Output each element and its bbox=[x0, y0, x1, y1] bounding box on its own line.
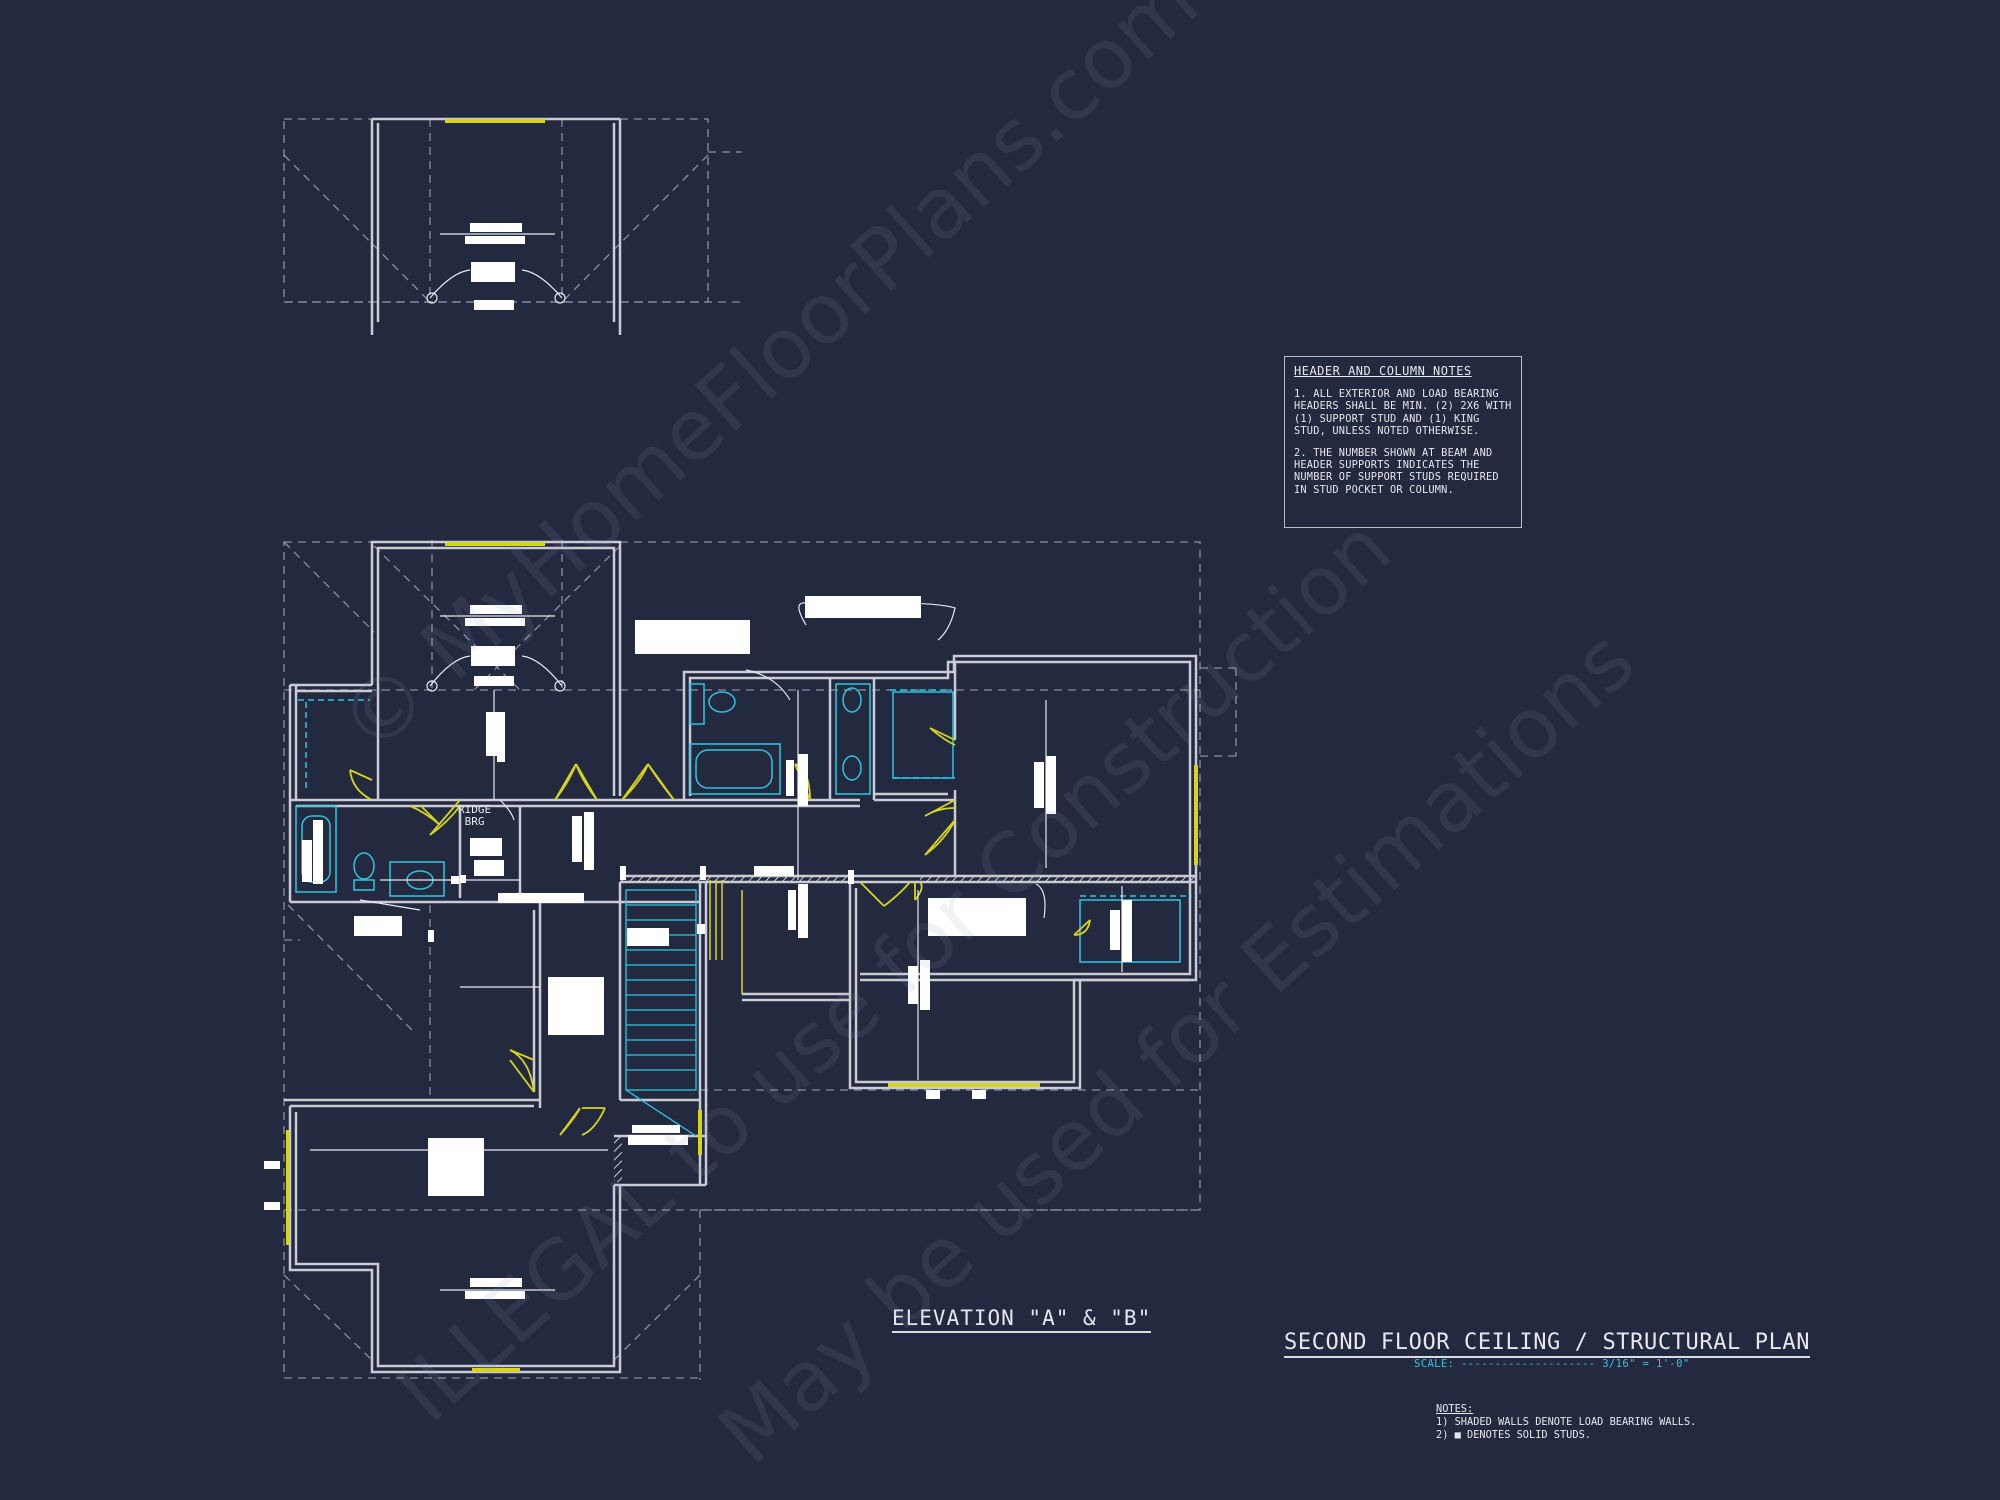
load-bearing-wall bbox=[700, 876, 850, 882]
notes-line-1: 1) SHADED WALLS DENOTE LOAD BEARING WALL… bbox=[1436, 1416, 1697, 1428]
header-note-2: 2. THE NUMBER SHOWN AT BEAM AND HEADER S… bbox=[1294, 446, 1499, 496]
roof-detail-elevation bbox=[283, 117, 742, 335]
span-lines bbox=[310, 602, 1123, 1291]
ridge-bearing-label: RIDGE BRG bbox=[458, 804, 491, 828]
second-floor-plan bbox=[264, 540, 1237, 1380]
header-note-1: 1. ALL EXTERIOR AND LOAD BEARING HEADERS… bbox=[1294, 388, 1512, 438]
load-bearing-wall bbox=[920, 876, 1196, 882]
notes-line-2: 2) ■ DENOTES SOLID STUDS. bbox=[1436, 1429, 1591, 1441]
notes-heading: NOTES: bbox=[1436, 1403, 1474, 1415]
general-notes: NOTES: 1) SHADED WALLS DENOTE LOAD BEARI… bbox=[1436, 1403, 1696, 1442]
ridge-label-line1: RIDGE bbox=[458, 803, 492, 816]
load-bearing-wall bbox=[620, 876, 700, 882]
scale-label: SCALE: -------------------- 3/16" = 1'-0… bbox=[1414, 1358, 1690, 1370]
plan-title: SECOND FLOOR CEILING / STRUCTURAL PLAN bbox=[1284, 1330, 1811, 1358]
load-bearing-wall bbox=[614, 1136, 622, 1182]
ridge-label-line2: BRG bbox=[464, 815, 485, 828]
header-notes-title: HEADER AND COLUMN NOTES bbox=[1294, 364, 1472, 378]
elevation-title: ELEVATION "A" & "B" bbox=[892, 1306, 1152, 1333]
door-swings bbox=[349, 727, 1091, 1136]
plumbing-fixtures bbox=[295, 683, 1181, 963]
windows bbox=[286, 542, 1198, 1372]
header-column-notes: HEADER AND COLUMN NOTES 1. ALL EXTERIOR … bbox=[1284, 356, 1522, 528]
beam-label-boxes bbox=[264, 596, 1132, 1299]
